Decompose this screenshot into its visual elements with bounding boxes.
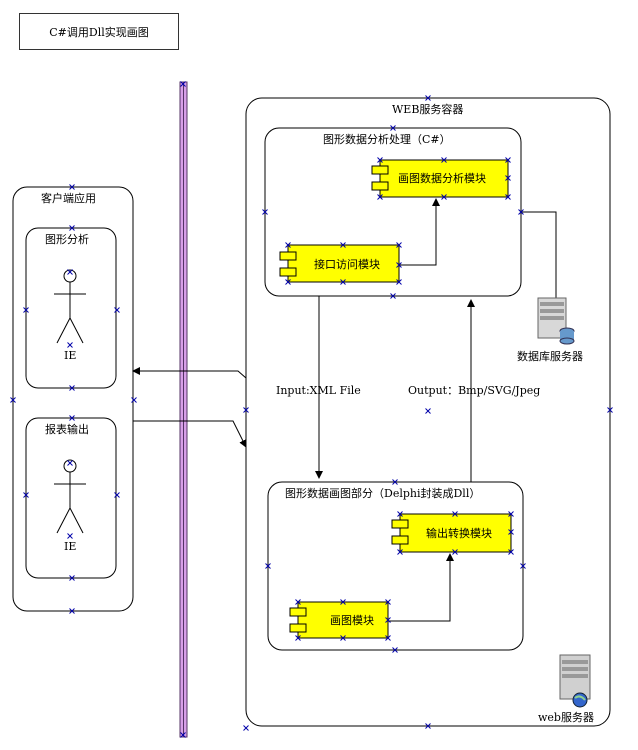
selection-handle <box>285 242 291 248</box>
edge-interface-to-analysis <box>399 198 440 266</box>
selection-handle <box>441 157 447 163</box>
selection-handle <box>340 242 346 248</box>
selection-handle <box>131 397 137 403</box>
selection-handle <box>340 279 346 285</box>
output-formats-label: Output：Bmp/SVG/Jpeg <box>408 384 541 397</box>
actor-ie-1 <box>54 269 86 344</box>
selection-handles <box>10 81 613 738</box>
selection-handle <box>505 194 511 200</box>
edge-return-to-client <box>132 367 247 379</box>
diagram-title-box: C#调用Dll实现画图 <box>19 13 179 50</box>
report-output-label: 报表输出 <box>45 423 89 436</box>
actor-ie-2 <box>54 459 86 534</box>
selection-handle <box>520 563 526 569</box>
selection-handle <box>452 549 458 555</box>
selection-handle <box>377 157 383 163</box>
selection-handle <box>69 575 75 581</box>
selection-handle <box>425 408 431 414</box>
selection-handle <box>508 529 514 535</box>
report-output-box <box>25 417 117 579</box>
selection-handle <box>396 279 402 285</box>
client-app-label: 客户端应用 <box>41 192 96 205</box>
module-output-convert <box>391 513 512 553</box>
selection-handle <box>67 342 73 348</box>
selection-handle <box>390 293 396 299</box>
module-label-interface-access: 接口访问模块 <box>314 258 380 271</box>
module-label-drawing: 画图模块 <box>330 614 374 627</box>
web-server-label: web服务器 <box>538 711 594 724</box>
analysis-package-label: 图形数据分析处理（C#） <box>323 133 451 146</box>
module-label-output-convert: 输出转换模块 <box>426 527 492 540</box>
selection-handle <box>114 307 120 313</box>
selection-handle <box>10 397 16 403</box>
drawing-package-label: 图形数据画图部分（Delphi封装成Dll） <box>285 487 481 500</box>
selection-handle <box>114 492 120 498</box>
selection-handle <box>23 307 29 313</box>
database-server-icon <box>537 297 575 345</box>
selection-handle <box>295 599 301 605</box>
selection-handle <box>396 262 402 268</box>
selection-handle <box>243 725 249 731</box>
selection-handle <box>340 635 346 641</box>
web-server-icon <box>559 654 591 708</box>
edge-client-to-web <box>133 420 247 448</box>
selection-handle <box>505 157 511 163</box>
selection-handle <box>340 599 346 605</box>
selection-handle <box>243 407 249 413</box>
selection-handle <box>392 479 398 485</box>
selection-handle <box>385 617 391 623</box>
selection-handle <box>67 533 73 539</box>
selection-handle <box>508 511 514 517</box>
selection-handle <box>69 415 75 421</box>
selection-handle <box>425 723 431 729</box>
edge-drawing-to-output <box>388 553 454 622</box>
selection-handle <box>69 608 75 614</box>
selection-handle <box>180 81 186 87</box>
input-xml-label: Input:XML File <box>276 384 361 397</box>
module-interface-access <box>279 244 400 283</box>
edge-db-connection <box>521 211 557 298</box>
selection-handle <box>397 549 403 555</box>
selection-handle <box>180 732 186 738</box>
selection-handle <box>23 492 29 498</box>
graph-analysis-label: 图形分析 <box>45 233 89 246</box>
selection-handle <box>392 647 398 653</box>
selection-handle <box>285 279 291 285</box>
selection-handle <box>377 194 383 200</box>
selection-handle <box>425 95 431 101</box>
actor-ie-label-2: IE <box>64 540 77 553</box>
selection-handle <box>67 460 73 466</box>
actor-ie-label-1: IE <box>64 349 77 362</box>
selection-handle <box>452 511 458 517</box>
graph-analysis-box <box>25 227 117 389</box>
selection-handle <box>385 635 391 641</box>
selection-handle <box>69 184 75 190</box>
selection-handle <box>385 599 391 605</box>
selection-handle <box>396 242 402 248</box>
selection-handle <box>295 635 301 641</box>
selection-handle <box>505 175 511 181</box>
selection-handle <box>390 125 396 131</box>
selection-handle <box>397 511 403 517</box>
selection-handle <box>265 563 271 569</box>
web-container-label: WEB服务容器 <box>392 103 464 116</box>
selection-handle <box>441 194 447 200</box>
diagram-title: C#调用Dll实现画图 <box>49 25 149 39</box>
selection-handle <box>262 209 268 215</box>
selection-handle <box>607 407 613 413</box>
db-server-label: 数据库服务器 <box>517 350 583 363</box>
selection-handle <box>69 225 75 231</box>
module-label-draw-data-analysis: 画图数据分析模块 <box>398 172 486 185</box>
module-drawing <box>289 601 389 639</box>
selection-handle <box>518 209 524 215</box>
selection-handle <box>69 385 75 391</box>
selection-handle <box>67 269 73 275</box>
selection-handle <box>508 549 514 555</box>
